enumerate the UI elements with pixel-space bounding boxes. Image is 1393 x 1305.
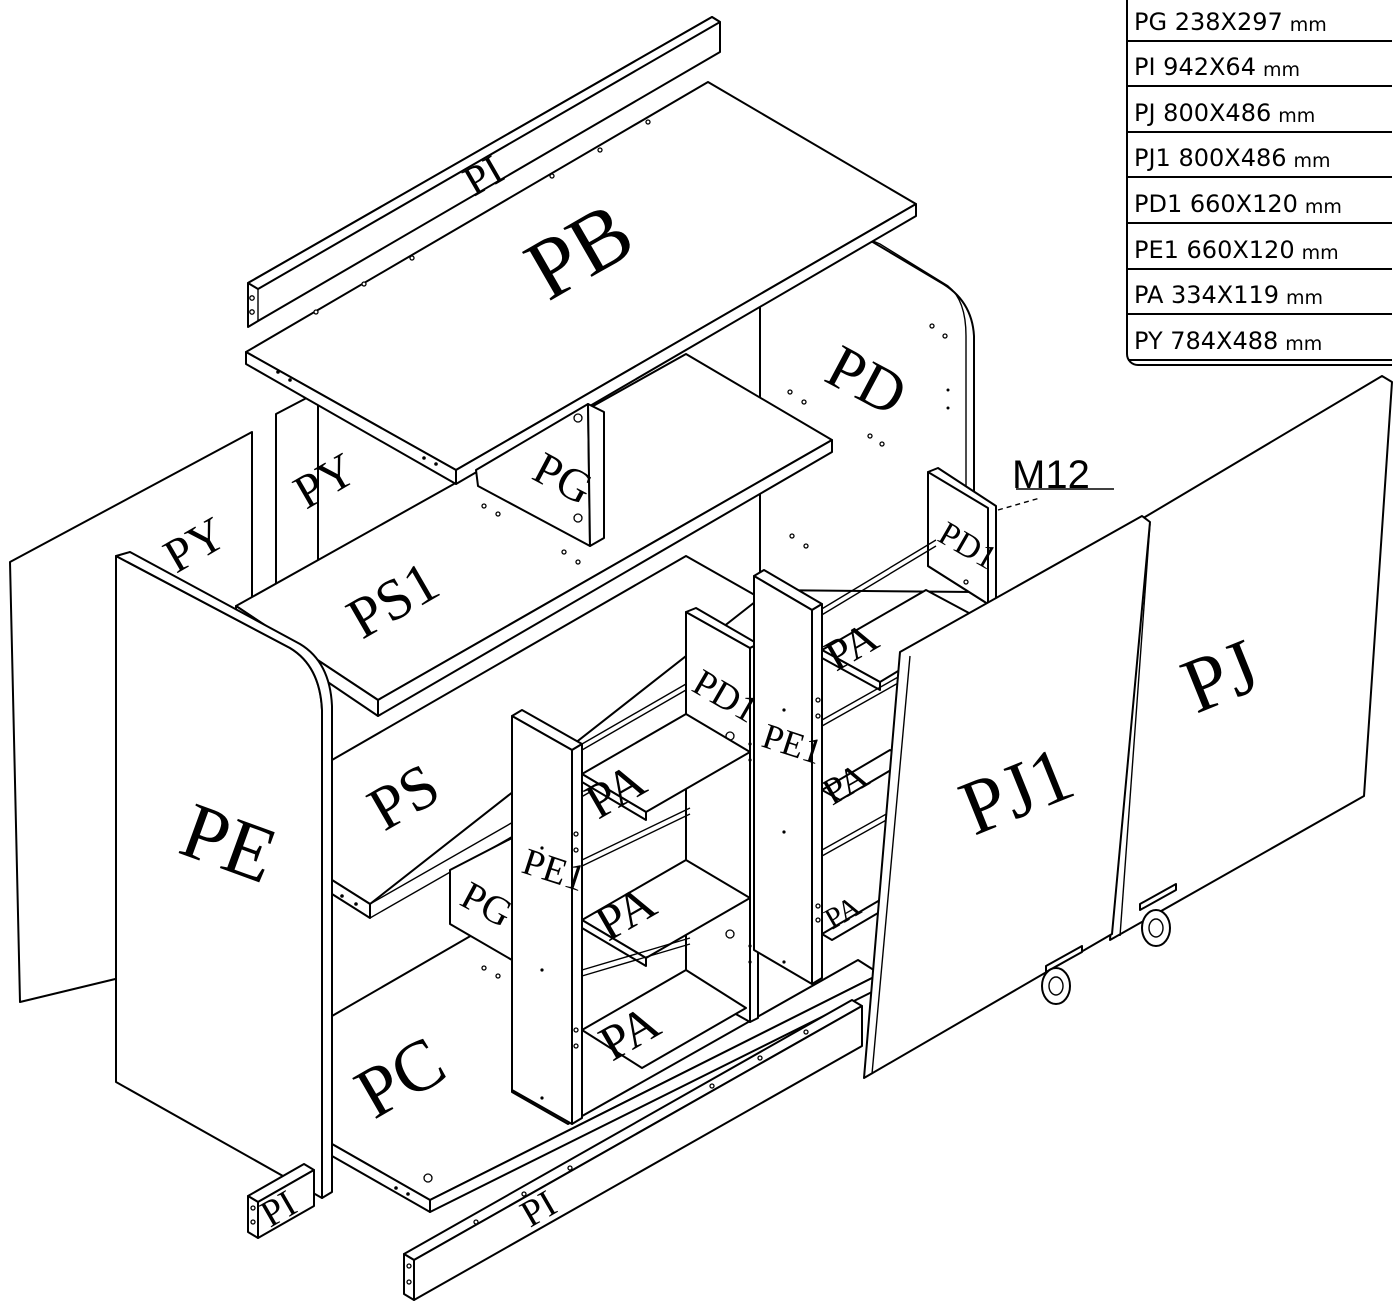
- part-code: PI 942X64: [1134, 53, 1256, 82]
- caster-wheel-right: [1139, 883, 1177, 947]
- label-m12: M12: [1012, 453, 1090, 497]
- parts-table-row: PG 238X297 mm: [1128, 0, 1392, 42]
- parts-table-row: PJ 800X486 mm: [1128, 87, 1392, 133]
- caster-wheel-left: [1041, 945, 1083, 1005]
- part-unit: mm: [1301, 241, 1339, 264]
- parts-table-row: PE1 660X120 mm: [1128, 224, 1392, 270]
- part-code: PA 334X119: [1134, 281, 1280, 310]
- partition-pe1-right: PE1: [753, 569, 827, 985]
- part-code: PE1 660X120: [1134, 235, 1295, 264]
- partition-pe1-center: PE1: [511, 709, 590, 1125]
- parts-table-row: PD1 660X120 mm: [1128, 178, 1392, 224]
- parts-table-row: PA 334X119 mm: [1128, 270, 1392, 316]
- part-code: PG 238X297: [1134, 7, 1283, 36]
- part-code: PJ 800X486: [1134, 98, 1272, 127]
- part-unit: mm: [1289, 13, 1327, 36]
- divider-pg-bottom: PG: [449, 837, 520, 961]
- part-unit: mm: [1293, 150, 1331, 173]
- door-pj1: PJ1: [863, 515, 1151, 1079]
- side-panel-pe: PE: [115, 551, 333, 1199]
- part-unit: mm: [1286, 287, 1324, 310]
- part-code: PJ1 800X486: [1134, 144, 1287, 173]
- part-unit: mm: [1262, 59, 1300, 82]
- parts-table-row: PI 942X64 mm: [1128, 42, 1392, 88]
- rail-pi-bottom: PI: [403, 999, 863, 1301]
- part-unit: mm: [1285, 332, 1323, 355]
- label-pa-right-low: PA: [819, 890, 867, 937]
- parts-table-row: PY 784X488 mm: [1128, 315, 1392, 361]
- side-panel-pd: PD: [759, 237, 975, 593]
- center-drawer-frame: PD1 PA PA PA: [576, 607, 765, 1072]
- part-code: PY 784X488: [1134, 326, 1279, 355]
- parts-table-row: PJ1 800X486 mm: [1128, 133, 1392, 179]
- part-unit: mm: [1278, 104, 1316, 127]
- door-pj: PJ: [1109, 375, 1393, 947]
- part-unit: mm: [1304, 195, 1342, 218]
- part-code: PD1 660X120: [1134, 189, 1298, 218]
- divider-pg-top: PG: [475, 403, 605, 565]
